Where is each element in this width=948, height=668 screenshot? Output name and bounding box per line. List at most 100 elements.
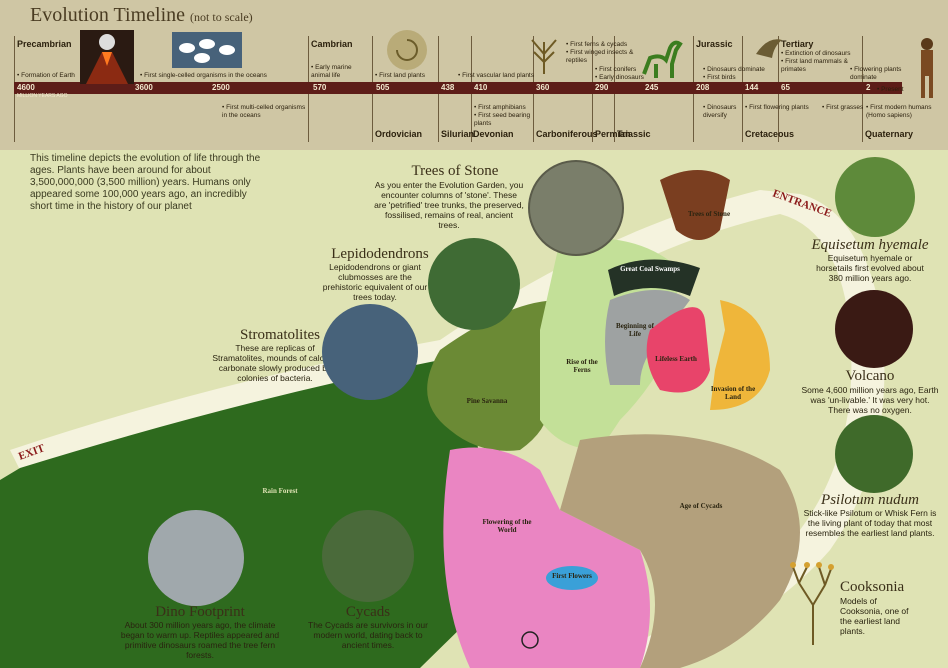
year-label: 208 <box>696 83 710 92</box>
photo-trees-of-stone <box>528 160 624 256</box>
event: • First grasses <box>822 104 864 111</box>
year-label: 360 <box>536 83 550 92</box>
timeline-title: Evolution Timeline (not to scale) <box>30 4 253 26</box>
callout-text: Models of Cooksonia, one of the earliest… <box>840 596 909 636</box>
zone-first-flowers[interactable] <box>546 566 598 590</box>
year-label: 2500 <box>212 83 230 92</box>
year-label: 4600 <box>17 83 35 92</box>
event: • First winged insects & reptiles <box>566 49 634 64</box>
intro-text: This timeline depicts the evolution of l… <box>30 153 261 212</box>
callout-text: The Cycads are survivors in our modern w… <box>308 620 428 650</box>
year-label: 3600 <box>135 83 153 92</box>
footprint-icon <box>148 510 244 606</box>
event: • First birds <box>703 74 736 81</box>
zone-label: Rain Forest <box>262 487 298 495</box>
era-jurassic: Jurassic <box>696 39 733 49</box>
zone-age-of-cycads[interactable] <box>560 434 800 668</box>
zone-label: Age of Cycads <box>679 502 723 510</box>
event: • First conifers <box>595 66 637 73</box>
dinosaur-icon <box>642 40 683 78</box>
axis-unit: MILLION YEARS AGO <box>17 93 68 99</box>
human-icon <box>921 38 933 98</box>
era-quaternary: Quaternary <box>865 129 914 139</box>
event: • Extinction of dinosaurs <box>781 50 851 57</box>
callout-text: These are replicas of Stramatolites, mou… <box>212 343 338 383</box>
callout-title: Trees of Stone <box>411 163 499 179</box>
zone-label: Lifeless Earth <box>655 355 697 363</box>
era-ordovician: Ordovician <box>375 129 423 139</box>
event: • First seed bearing plants <box>474 112 531 127</box>
event: • Early marine animal life <box>311 64 352 79</box>
year-label: 144 <box>745 83 759 92</box>
event: • First modern humans (Homo sapiens) <box>866 104 932 119</box>
event: • First flowering plants <box>745 104 809 111</box>
era-cretaceous: Cretaceous <box>745 129 795 139</box>
callout-text: About 300 million years ago, the climate… <box>120 620 280 660</box>
zone-label: Great Coal Swamps <box>620 265 680 273</box>
year-label: 245 <box>645 83 659 92</box>
event: • First land mammals & primates <box>781 58 848 73</box>
event: • Dinosaurs diversify <box>703 104 737 119</box>
year-label: 505 <box>376 83 390 92</box>
zone-flowering-of-world[interactable] <box>443 447 650 668</box>
era-carboniferous: Carboniferous <box>536 129 598 139</box>
callout-text: Stick-like Psilotum or Whisk Fern is the… <box>803 508 937 538</box>
timeline-bar <box>14 82 902 94</box>
event: • First amphibians <box>474 104 526 111</box>
cooksonia-icon <box>790 562 834 645</box>
bird-icon <box>756 39 782 58</box>
zone-invasion-of-land[interactable] <box>710 300 770 410</box>
photo-equisetum <box>835 157 915 237</box>
photo-volcano <box>835 290 913 368</box>
zone-label: Trees of Stone <box>687 210 731 218</box>
callout-text: Equisetum hyemale or horsetails first ev… <box>816 253 924 283</box>
zone-label: Flowering of the World <box>482 518 532 534</box>
era-tertiary: Tertiary <box>781 39 814 49</box>
callout-title: Lepidodendrons <box>331 246 429 262</box>
volcano-icon <box>80 30 134 84</box>
zone-great-coal-swamps[interactable] <box>608 259 700 296</box>
callout-text: Lepidodendrons or giant clubmosses are t… <box>322 262 428 302</box>
photo-stromatolites <box>322 304 418 400</box>
zone-label: Invasion of the Land <box>710 385 756 401</box>
era-precambrian: Precambrian <box>17 39 72 49</box>
callout-title: Cycads <box>345 604 391 620</box>
event: • First ferns & cycads <box>566 41 628 48</box>
year-label: • Present <box>877 86 904 93</box>
era-silurian: Silurian <box>441 129 475 139</box>
event: • Dinosaurs dominate <box>703 66 765 73</box>
callout-title: Equisetum hyemale <box>811 237 929 253</box>
event: • Early dinosaurs <box>595 74 644 81</box>
year-label: 570 <box>313 83 327 92</box>
year-label: 410 <box>474 83 488 92</box>
year-label: 65 <box>781 83 790 92</box>
zone-label: Rise of the Ferns <box>566 358 598 374</box>
compass-icon <box>521 631 539 649</box>
event: • Flowering plants dominate <box>850 66 902 81</box>
fern-icon <box>531 39 557 74</box>
photo-lepidodendrons <box>428 238 520 330</box>
era-permian: Permian <box>595 129 631 139</box>
photo-cycads <box>322 510 414 602</box>
photo-psilotum <box>835 415 913 493</box>
era-devonian: Devonian <box>473 129 514 139</box>
zone-lifeless-earth[interactable] <box>646 307 710 393</box>
callout-text: Some 4,600 million years ago, Earth was … <box>801 385 939 415</box>
zone-pine-savanna[interactable] <box>427 300 560 451</box>
callout-title: Stromatolites <box>240 327 320 343</box>
callout-title: Cooksonia <box>840 579 905 595</box>
zone-label: First Flowers <box>552 572 592 580</box>
event: • First vascular land plants <box>458 72 534 79</box>
event: • First land plants <box>375 72 425 79</box>
zone-beginning-of-life[interactable] <box>605 290 690 385</box>
fossil-icon <box>387 30 427 70</box>
year-label: 290 <box>595 83 609 92</box>
era-cambrian: Cambrian <box>311 39 353 49</box>
evolution-timeline: Evolution Timeline (not to scale) Precam… <box>0 0 948 150</box>
callout-title: Psilotum nudum <box>821 492 919 508</box>
zone-trees-of-stone[interactable] <box>660 170 730 240</box>
era-triassic: Triassic <box>617 129 651 139</box>
event: • First single-celled organisms in the o… <box>140 72 267 79</box>
year-label: 2 <box>866 83 871 92</box>
callout-title: Dino Footprint <box>155 604 245 620</box>
